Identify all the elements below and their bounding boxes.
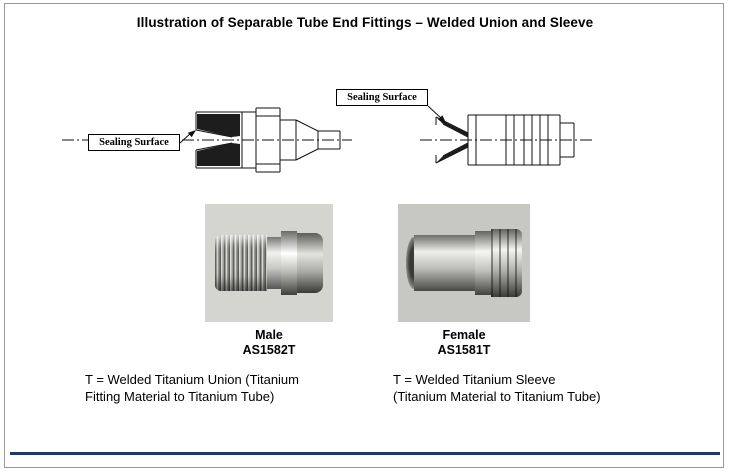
sealing-surface-label-right: Sealing Surface [347,92,417,103]
male-fitting-drawing [62,107,352,173]
female-fitting-image [406,229,522,297]
female-body [414,235,475,291]
male-fitting-photo [205,204,333,322]
male-sealing-cone [195,129,233,151]
female-caption: Female AS1581T [398,328,530,358]
figure-title: Illustration of Separable Tube End Fitti… [136,15,594,30]
sealing-surface-callout-right: Sealing Surface [336,89,428,106]
female-fitting-photo [398,204,530,322]
male-callout-arrowhead [187,130,196,138]
female-end-step [560,122,575,158]
technical-drawings [62,105,592,173]
sealing-surface-label-left: Sealing Surface [99,137,169,148]
female-taper [475,231,491,295]
female-caption-name: Female [442,328,486,342]
male-hex-body [255,107,281,173]
footer-rule [10,452,720,455]
female-ridges-photo [491,229,522,297]
female-cone-section-lower [437,143,468,162]
female-callout-leader [427,105,442,119]
male-caption-name: Male [255,328,283,342]
male-body [297,233,323,293]
male-threads [215,235,267,291]
sealing-surface-callout-left: Sealing Surface [88,134,180,151]
female-cone-section-upper [437,118,468,137]
male-fitting-image [215,231,323,295]
figure-border [4,3,724,468]
female-ridges [523,115,549,165]
male-note-line-2: Fitting Material to Titanium Tube) [85,388,275,404]
male-nut-section-lower [197,143,240,166]
male-nut-outline [195,111,257,169]
female-body-lines [475,115,515,165]
female-caption-part-number: AS1581T [437,343,491,357]
female-fitting-drawing [420,105,592,166]
male-note: T = Welded Titanium Union (Titanium Fitt… [85,372,385,405]
female-note: T = Welded Titanium Sleeve (Titanium Mat… [393,372,703,405]
female-callout-arrowhead [438,115,446,123]
male-nut-section-upper [197,114,240,137]
male-collar [267,237,281,289]
male-tube-end [280,119,341,161]
female-note-line-2: (Titanium Material to Titanium Tube) [393,388,601,404]
male-note-line-1: T = Welded Titanium Union (Titanium [85,372,299,387]
male-caption: Male AS1582T [205,328,333,358]
male-caption-part-number: AS1582T [242,343,296,357]
female-sealing-cone [435,116,469,164]
male-ring [281,231,297,295]
female-note-line-1: T = Welded Titanium Sleeve [393,372,556,387]
